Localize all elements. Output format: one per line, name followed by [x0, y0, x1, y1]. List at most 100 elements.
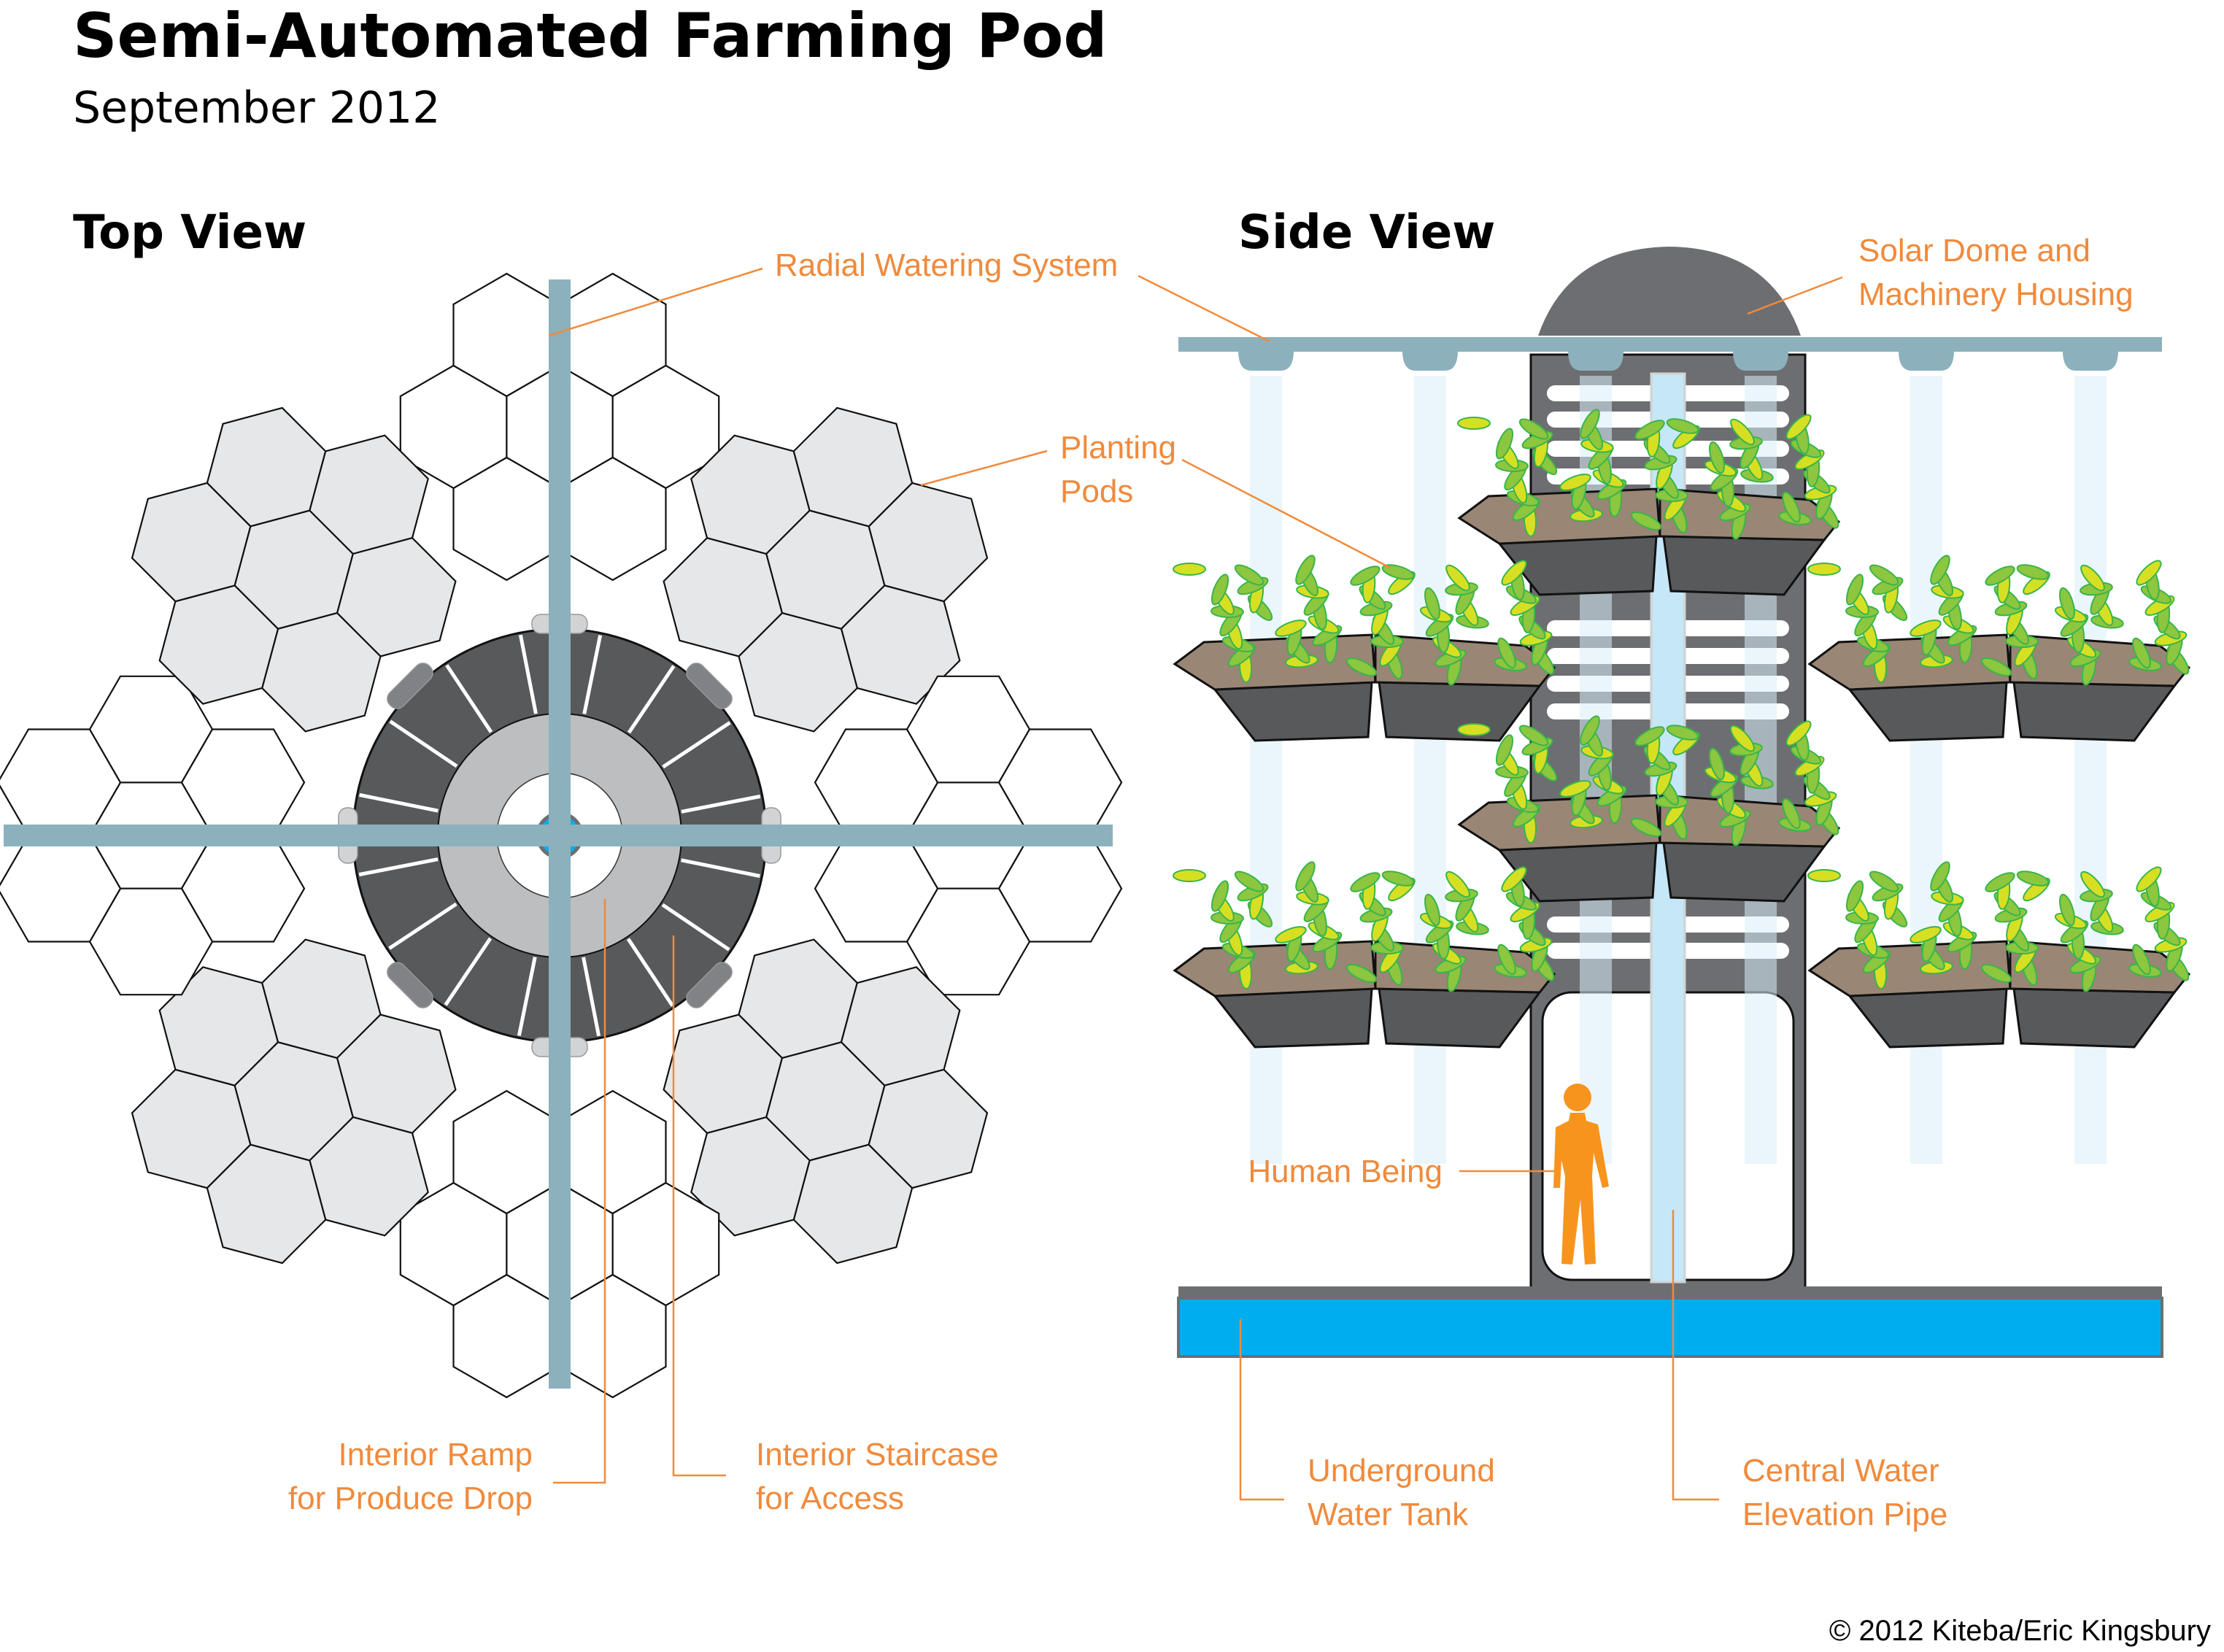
plant-leaf [1630, 817, 1662, 838]
hanging-planting-pod [1173, 555, 1556, 742]
plant-leaf [1457, 723, 1491, 736]
label-human-being: Human Being [1248, 1154, 1443, 1189]
label-central-pipe-line1: Central Water [1742, 1453, 1939, 1489]
top-view-plan: Radial Watering System Planting Pods Int… [0, 247, 1176, 1516]
plant-leaf [1497, 943, 1516, 976]
stair-step-line [358, 857, 439, 877]
plant-leaf [1495, 734, 1514, 766]
plant-leaf [1930, 861, 1950, 892]
plant-leaf [1730, 418, 1755, 446]
plant-leaf [1985, 872, 2015, 892]
sprinkler-nozzles [1238, 350, 2118, 371]
plant-leaf [2016, 871, 2050, 887]
label-solar-dome-line1: Solar Dome and [1858, 233, 2090, 269]
stair-step-line [389, 719, 458, 768]
label-solar-dome-line2: Machinery Housing [1858, 277, 2134, 312]
planting-pod-hex [868, 1068, 989, 1189]
plant-leaf [1518, 418, 1549, 440]
side-watering-pipe [1178, 337, 2162, 352]
hanging-planting-pod [1807, 861, 2191, 1049]
pod-soil [1173, 633, 1377, 691]
plant-leaf [1869, 564, 1899, 586]
pod-soil [1807, 940, 2012, 997]
copyright-credit: © 2012 Kiteba/Eric Kingsbury [1829, 1615, 2211, 1647]
label-interior-ramp-line1: Interior Ramp [338, 1437, 533, 1472]
plant-leaf [1869, 871, 1899, 892]
plant-leaf [1985, 566, 2015, 586]
page-subtitle: September 2012 [73, 82, 440, 134]
plant-leaf [1381, 564, 1415, 580]
plant-leaf [1211, 574, 1229, 606]
pod-basin [1847, 681, 2008, 742]
plant-leaf [1807, 869, 1841, 882]
plant-leaf [2016, 564, 2050, 580]
plant-leaf [1501, 560, 1527, 586]
pod-soil [1457, 487, 1661, 545]
stair-step-line [359, 792, 439, 813]
pod-soil [1457, 794, 1661, 852]
plant-leaf [2059, 587, 2075, 620]
plant-leaf [1518, 725, 1549, 746]
hanging-planting-pod [1173, 861, 1556, 1049]
leader-central-pipe [1672, 1210, 1719, 1501]
plant-leaf [1295, 555, 1316, 585]
page-title: Semi-Automated Farming Pod [73, 0, 1108, 72]
planting-pod-hex [131, 482, 252, 603]
stair-step-line [582, 635, 603, 714]
planting-pod-hex [792, 406, 914, 528]
human-head [1564, 1084, 1591, 1111]
label-interior-staircase-line2: for Access [756, 1481, 904, 1516]
planting-pod-hex [206, 1143, 327, 1265]
plant-leaf [1173, 563, 1206, 576]
plant-leaf [2136, 560, 2162, 586]
pod-soil [1173, 940, 1377, 997]
label-water-tank-line2: Water Tank [1308, 1497, 1469, 1532]
stair-step-line [388, 902, 457, 950]
label-interior-staircase-line1: Interior Staircase [756, 1437, 999, 1472]
plant-leaf [1211, 880, 1229, 912]
plant-leaf [1424, 587, 1440, 620]
hanging-planting-pod [1457, 409, 1841, 596]
stair-step-line [661, 903, 730, 952]
side-view-heading: Side View [1238, 206, 1495, 260]
plant-leaf [1634, 420, 1665, 440]
plant-leaf [1234, 871, 1264, 892]
plant-leaf [1782, 491, 1801, 523]
solar-dome [1538, 247, 1801, 336]
planting-pods-side [1173, 409, 2191, 1049]
plant-leaf [1845, 880, 1864, 912]
plant-leaf [1559, 474, 1591, 491]
plant-leaf [1782, 798, 1801, 830]
stair-step-line [626, 938, 674, 1007]
plant-leaf [1930, 555, 1950, 585]
underground-water-tank [1177, 1297, 2163, 1358]
hanging-planting-pod [1457, 715, 1841, 903]
human-figure [1553, 1084, 1609, 1265]
plant-leaf [1580, 409, 1600, 439]
plant-leaf [1730, 725, 1755, 752]
sprinkler-nozzle [1238, 350, 1294, 371]
sprinkler-nozzle [2063, 350, 2118, 371]
plant-leaf [1275, 620, 1307, 637]
plant-leaf [1845, 574, 1864, 606]
label-central-pipe-line2: Elevation Pipe [1742, 1497, 1947, 1532]
plant-leaf [2080, 871, 2105, 898]
plant-leaf [1709, 441, 1725, 474]
ground-slab [1178, 1286, 2162, 1300]
plant-leaf [1785, 720, 1812, 746]
leader-radial-watering-side [1138, 274, 1270, 343]
plant-leaf [2080, 564, 2105, 592]
plant-leaf [1234, 564, 1264, 586]
plant-leaf [1501, 866, 1527, 892]
plant-leaf [1497, 637, 1516, 669]
leader-radial-watering [548, 267, 763, 337]
plant-leaf [1457, 417, 1491, 430]
pod-basin [1378, 987, 1542, 1049]
stair-step-line [517, 957, 537, 1036]
sprinkler-nozzle [1899, 350, 1954, 371]
plant-leaf [1666, 725, 1699, 741]
sprinkler-nozzle [1402, 350, 1458, 371]
hub-connector [387, 663, 433, 709]
label-radial-watering: Radial Watering System [775, 247, 1118, 283]
